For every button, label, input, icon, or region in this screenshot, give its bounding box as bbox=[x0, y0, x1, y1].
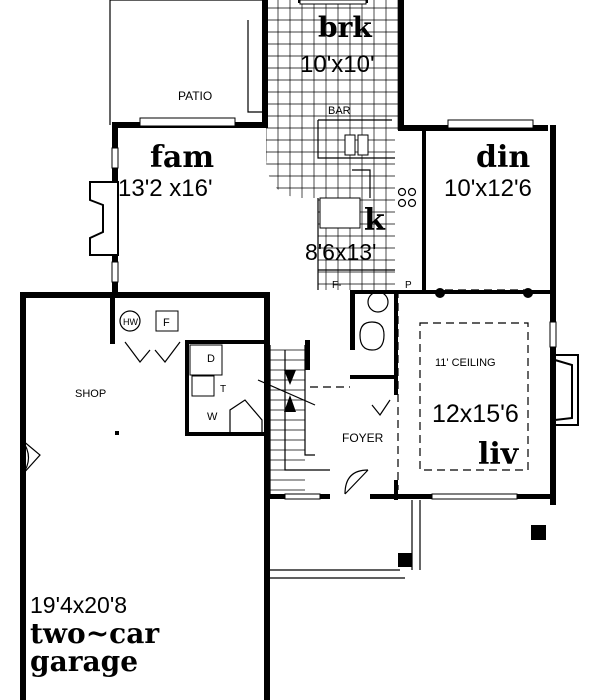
breakfast-name: brk bbox=[318, 11, 372, 44]
living-ceiling: 11' CEILING bbox=[435, 357, 496, 369]
kitchen-name: k bbox=[364, 203, 386, 238]
garage-name-line2: garage bbox=[30, 645, 138, 678]
doors bbox=[21, 399, 391, 495]
shop-mark bbox=[115, 431, 119, 435]
shop-label: SHOP bbox=[75, 388, 106, 400]
washer-label: W bbox=[207, 411, 218, 423]
water-heater-label: HW bbox=[123, 317, 138, 327]
kitchen-fixtures bbox=[317, 119, 417, 313]
tub-label: T bbox=[220, 384, 226, 395]
pantry-label: P bbox=[405, 280, 412, 291]
family-size: 13'2 x16' bbox=[118, 175, 213, 202]
stairs bbox=[257, 345, 330, 495]
utility-fixtures bbox=[119, 310, 385, 436]
dining-name: din bbox=[476, 140, 530, 175]
patio-label: PATIO bbox=[178, 89, 212, 103]
bar-label: BAR bbox=[328, 105, 351, 117]
windows bbox=[111, 0, 557, 500]
dryer-label: D bbox=[207, 353, 215, 365]
foyer-label: FOYER bbox=[342, 431, 384, 445]
front-porch bbox=[270, 500, 421, 579]
fridge-label: F- bbox=[332, 280, 341, 291]
fireplace-family bbox=[89, 181, 119, 256]
furnace-label: F bbox=[163, 317, 170, 329]
dashed-lines bbox=[310, 289, 529, 490]
breakfast-size: 10'x10' bbox=[300, 51, 375, 78]
garage-size: 19'4x20'8 bbox=[30, 592, 127, 618]
garage-name-line1: two~car bbox=[30, 617, 160, 650]
fireplace-living bbox=[554, 354, 579, 426]
kitchen-size: 8'6x13' bbox=[305, 239, 376, 265]
family-name: fam bbox=[150, 140, 214, 175]
living-size: 12x15'6 bbox=[432, 400, 519, 428]
patio-outline bbox=[109, 0, 262, 125]
dining-size: 10'x12'6 bbox=[444, 175, 532, 202]
living-name: liv bbox=[478, 437, 520, 472]
